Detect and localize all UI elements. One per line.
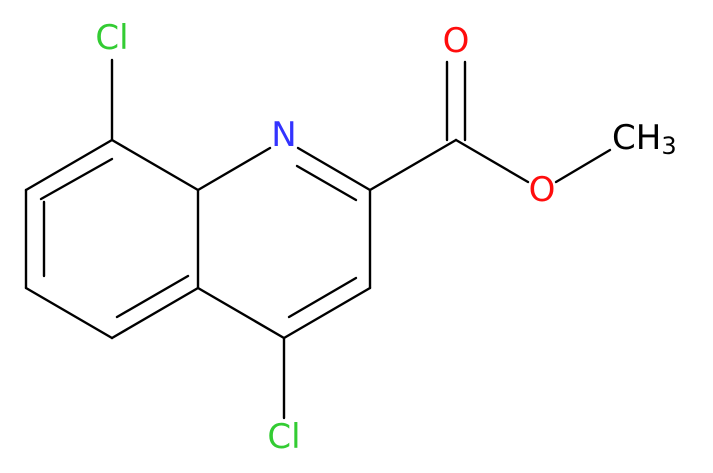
- bond-ester-o-methyl: [554, 148, 612, 184]
- methyl-subscript: 3: [661, 132, 676, 160]
- bond-c7-c8: [24, 138, 114, 192]
- bond-c3-c4-inner: [287, 276, 358, 319]
- bond-n-c2-inner: [295, 164, 358, 202]
- carbonyl-oxygen-label: O: [443, 21, 470, 61]
- atom-labels: Cl Cl N O O CH3: [95, 18, 676, 457]
- bond-c5-c5-inner: [115, 274, 190, 319]
- bond-carbonyl-ester-o: [454, 138, 530, 184]
- bond-c8a-n: [196, 146, 272, 192]
- bond-c8-c8a: [110, 138, 200, 192]
- chlorine-bottom-label: Cl: [267, 417, 300, 457]
- methyl-symbol: CH: [612, 118, 661, 158]
- bond-n-c2: [296, 146, 372, 192]
- nitrogen-label: N: [271, 115, 296, 155]
- bond-c5-c6: [24, 286, 114, 340]
- ester-oxygen-label: O: [529, 170, 556, 210]
- bond-c4a-c5: [110, 286, 200, 340]
- bond-c2-carbonyl: [368, 138, 458, 192]
- bond-c3-c4: [282, 286, 372, 340]
- chlorine-top-label: Cl: [95, 18, 128, 58]
- bonds: [24, 58, 612, 420]
- bond-c7-c8-inner: [39, 157, 114, 201]
- methyl-label: CH3: [612, 118, 677, 160]
- bond-c4-c4a: [196, 286, 286, 340]
